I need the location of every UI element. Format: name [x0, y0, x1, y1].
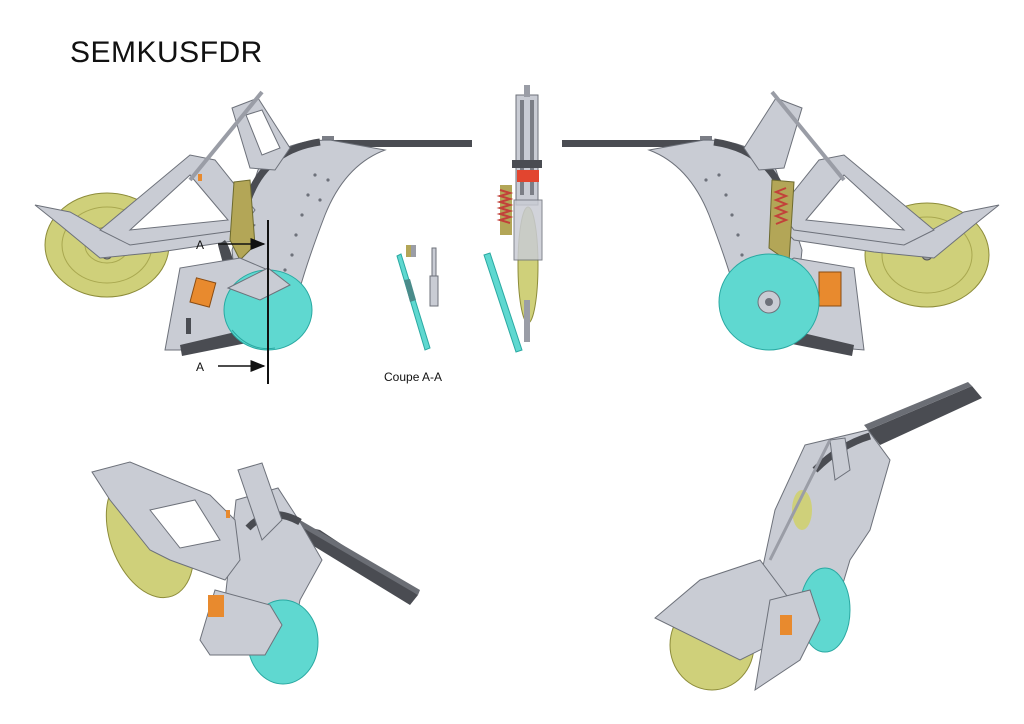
section-disc — [397, 254, 430, 350]
side-view-right — [562, 92, 999, 356]
section-parts — [397, 245, 438, 350]
front-view — [484, 85, 542, 352]
side-view-left — [35, 92, 472, 384]
iso-view-left — [90, 460, 420, 684]
front-red-block — [517, 170, 539, 182]
front-frame — [516, 95, 538, 205]
iso-view-right — [655, 382, 982, 690]
depth-block — [230, 180, 255, 260]
iso-right-beam — [868, 386, 982, 445]
section-marker-bottom: A — [196, 360, 204, 374]
front-disc — [484, 253, 522, 352]
section-caption: Coupe A-A — [384, 370, 442, 384]
section-block — [406, 245, 411, 257]
section-shaft — [432, 248, 436, 278]
section-marker-top: A — [196, 238, 204, 252]
